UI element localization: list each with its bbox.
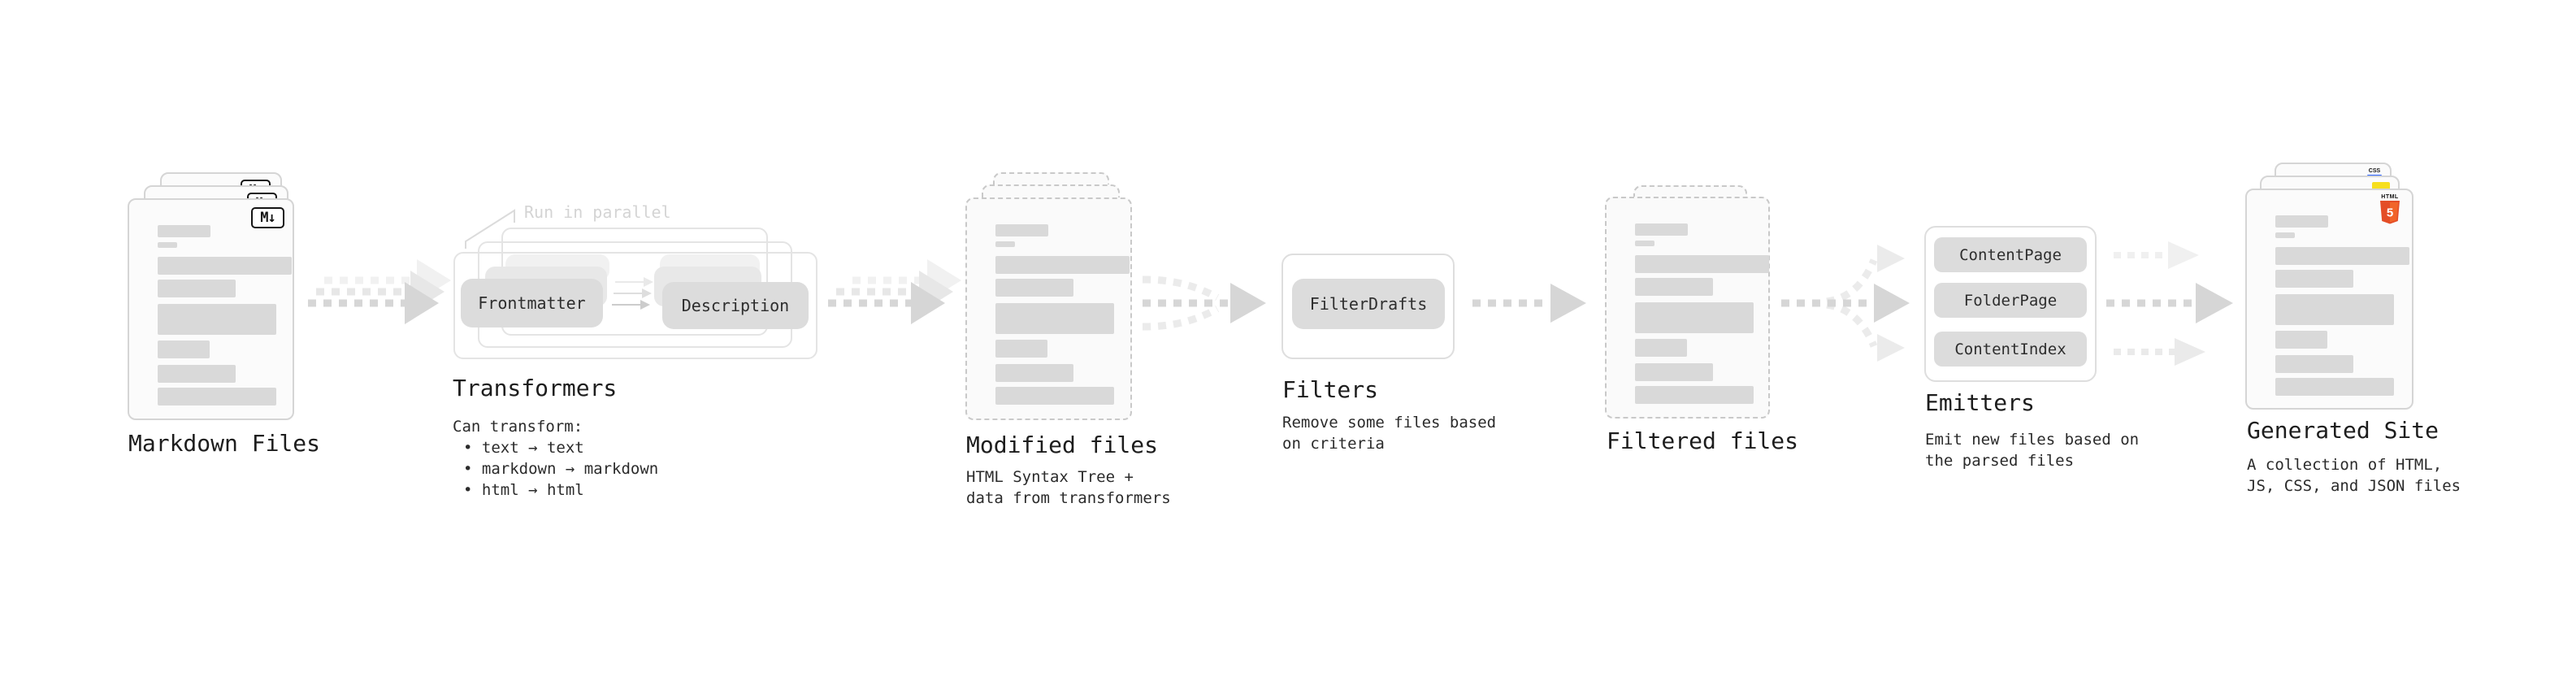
- doc-content-line: [158, 340, 210, 358]
- markdown-icon: M↓: [251, 207, 284, 228]
- transformer-output-pill: Description: [662, 282, 809, 329]
- doc-content-lines: [1635, 223, 1769, 404]
- filters-label: Filters: [1282, 376, 1379, 403]
- doc-content-line: [158, 225, 210, 237]
- arrow-markdown-to-transformers: [308, 259, 451, 324]
- arrow-modified-to-filters: [1142, 275, 1266, 331]
- modified-files-subtitle: HTML Syntax Tree + data from transformer…: [966, 466, 1171, 509]
- emitters-label: Emitters: [1925, 389, 2035, 416]
- subtitle-line: Emit new files based on: [1925, 431, 2140, 449]
- transformers-description: Can transform: • text → text • markdown …: [453, 416, 658, 501]
- transformers-label: Transformers: [453, 375, 618, 401]
- emitter-pill-folder-page: FolderPage: [1934, 283, 2087, 318]
- markdown-files-label: Markdown Files: [128, 430, 321, 457]
- subtitle-line: on criteria: [1282, 435, 1385, 453]
- doc-content-line: [995, 303, 1114, 334]
- doc-content-line: [995, 256, 1130, 274]
- doc-content-lines: [158, 225, 292, 406]
- subtitle-line: A collection of HTML,: [2247, 456, 2443, 474]
- site-doc-html: HTML 5: [2245, 189, 2413, 410]
- filter-drafts-pill: FilterDrafts: [1292, 279, 1445, 329]
- modified-files-label: Modified files: [966, 432, 1159, 458]
- transformers-bullet: • html → html: [463, 481, 584, 499]
- doc-content-line: [995, 364, 1073, 382]
- filters-frame: [1281, 254, 1455, 359]
- doc-content-line: [995, 340, 1047, 358]
- doc-content-line: [158, 280, 236, 297]
- doc-content-line: [2275, 270, 2353, 288]
- doc-content-line: [158, 304, 276, 335]
- filtered-doc-front: [1605, 197, 1770, 419]
- doc-content-line: [158, 257, 292, 275]
- arrow-filtered-to-emitters: [1781, 245, 1910, 362]
- doc-content-line: [1635, 241, 1654, 246]
- doc-content-line: [2275, 378, 2394, 396]
- doc-content-line: [1635, 278, 1713, 296]
- doc-content-line: [995, 387, 1114, 405]
- subtitle-line: Remove some files based: [1282, 414, 1497, 432]
- doc-content-line: [158, 365, 236, 383]
- emitters-frame: [1924, 226, 2097, 382]
- doc-content-line: [158, 242, 177, 248]
- doc-content-line: [158, 388, 276, 406]
- arrow-filters-to-filtered: [1472, 284, 1586, 323]
- doc-content-line: [2275, 355, 2353, 373]
- doc-content-line: [1635, 339, 1687, 357]
- doc-content-line: [995, 241, 1015, 247]
- markdown-doc-front: M↓: [128, 198, 294, 420]
- svg-text:5: 5: [2387, 206, 2393, 220]
- arrow-emitters-to-site: [2106, 241, 2233, 366]
- doc-content-line: [2275, 294, 2394, 325]
- doc-content-line: [1635, 386, 1754, 404]
- arrow-transformers-to-modified: [828, 259, 961, 324]
- transformers-body-title: Can transform:: [453, 418, 583, 436]
- modified-doc-front: [965, 197, 1132, 420]
- transformer-frame-front: [453, 252, 817, 359]
- doc-content-line: [1635, 255, 1769, 273]
- doc-content-line: [995, 279, 1073, 297]
- doc-content-line: [1635, 302, 1754, 333]
- doc-content-line: [1635, 223, 1688, 236]
- html5-icon: HTML 5: [2379, 194, 2400, 228]
- doc-content-line: [2275, 247, 2409, 265]
- emitter-pill-content-index: ContentIndex: [1934, 332, 2087, 367]
- emitter-pill-content-page: ContentPage: [1934, 237, 2087, 272]
- transformers-bullet: • text → text: [463, 439, 584, 457]
- doc-content-line: [2275, 331, 2327, 349]
- doc-content-line: [2275, 215, 2328, 228]
- doc-content-line: [2275, 232, 2295, 238]
- doc-content-line: [1635, 363, 1713, 381]
- doc-content-lines: [995, 224, 1130, 405]
- generated-site-label: Generated Site: [2247, 417, 2439, 444]
- transformers-bullet: • markdown → markdown: [463, 460, 659, 478]
- doc-content-line: [995, 224, 1048, 236]
- doc-content-lines: [2275, 215, 2409, 396]
- filters-subtitle: Remove some files based on criteria: [1282, 412, 1496, 454]
- generated-site-subtitle: A collection of HTML, JS, CSS, and JSON …: [2247, 454, 2461, 497]
- filtered-files-label: Filtered files: [1607, 427, 1799, 454]
- subtitle-line: the parsed files: [1925, 452, 2075, 470]
- subtitle-line: HTML Syntax Tree +: [966, 468, 1134, 486]
- subtitle-line: JS, CSS, and JSON files: [2247, 477, 2461, 495]
- transformer-input-pill: Frontmatter: [461, 279, 603, 327]
- run-in-parallel-note: Run in parallel: [524, 202, 671, 222]
- subtitle-line: data from transformers: [966, 489, 1171, 507]
- emitters-subtitle: Emit new files based on the parsed files: [1925, 429, 2139, 471]
- html5-shield: 5: [2380, 201, 2400, 224]
